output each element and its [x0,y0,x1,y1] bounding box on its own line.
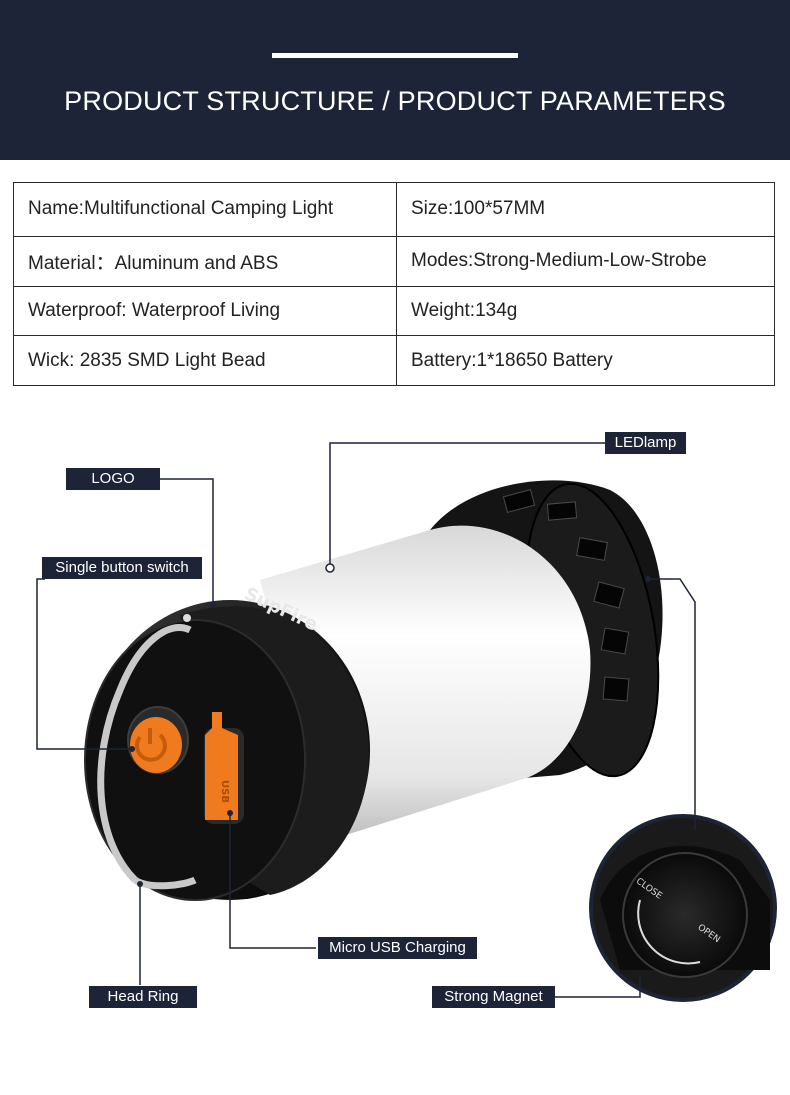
table-cell: Modes:Strong-Medium-Low-Strobe [396,235,775,287]
table-row: Material：Aluminum and ABS Modes:Strong-M… [13,235,775,287]
table-row: Name:Multifunctional Camping Light Size:… [13,182,775,237]
parameters-table: Name:Multifunctional Camping Light Size:… [13,182,775,386]
header-banner: PRODUCT STRUCTURE / PRODUCT PARAMETERS [0,0,790,160]
table-row: Waterproof: Waterproof Living Weight:134… [13,285,775,337]
table-cell: Wick: 2835 SMD Light Bead [13,335,397,386]
table-cell: Waterproof: Waterproof Living [13,285,397,337]
callout-led-lamp: LEDlamp [605,432,686,454]
table-cell: Weight:134g [396,285,775,337]
table-cell: Battery:1*18650 Battery [396,335,775,386]
table-row: Wick: 2835 SMD Light Bead Battery:1*1865… [13,335,775,386]
callout-micro-usb: Micro USB Charging [318,937,477,959]
callout-strong-magnet: Strong Magnet [432,986,555,1008]
usb-label: USB [219,780,230,803]
usb-port-cover[interactable] [205,712,238,820]
table-cell: Size:100*57MM [396,182,775,237]
header-accent-bar [272,53,518,58]
callout-head-ring: Head Ring [89,986,197,1008]
page-title: PRODUCT STRUCTURE / PRODUCT PARAMETERS [64,86,726,116]
table-cell: Material：Aluminum and ABS [13,235,397,287]
table-cell: Name:Multifunctional Camping Light [13,182,397,237]
callout-single-button: Single button switch [42,557,202,579]
callout-logo: LOGO [66,468,160,490]
head-ring [97,624,192,883]
magnet-inset: CLOSE OPEN [589,814,777,1002]
